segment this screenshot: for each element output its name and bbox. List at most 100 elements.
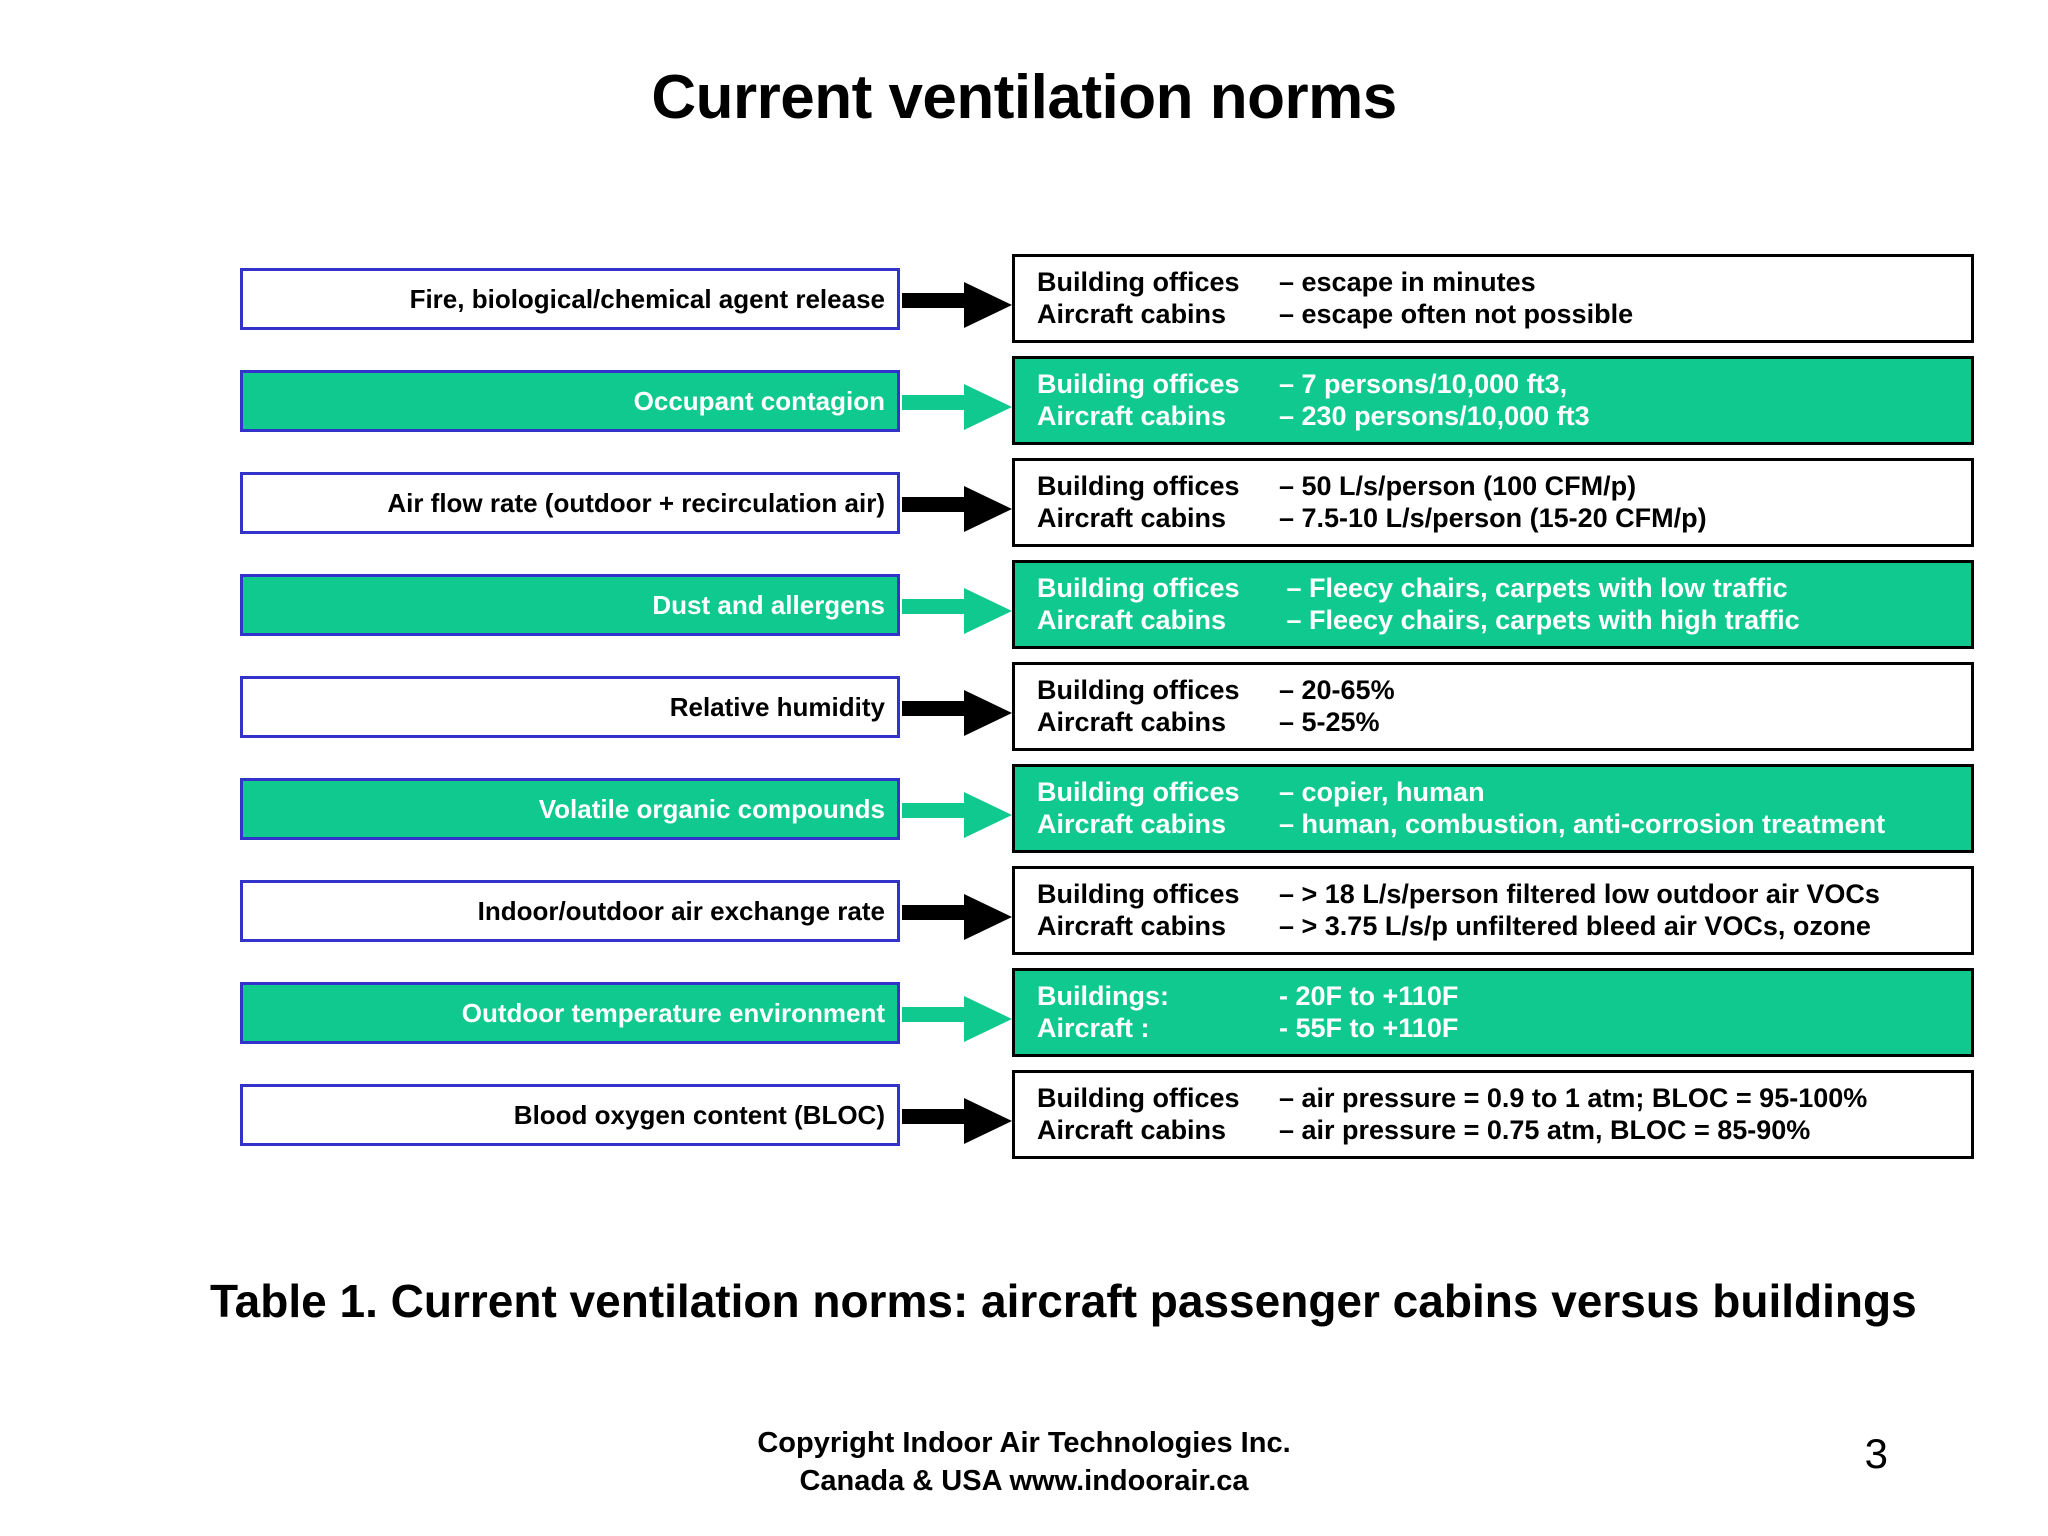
norm-row: Occupant contagion Building offices – 7 pe… [0, 356, 2048, 472]
detail-line: Building offices – 7 persons/10,000 ft3, [1037, 368, 1971, 400]
detail-line: Aircraft cabins – > 3.75 L/s/p unfiltered… [1037, 910, 1971, 942]
detail-line-value: – escape in minutes [1279, 267, 1536, 297]
detail-line-value: – copier, human [1279, 777, 1485, 807]
detail-line-lead: Aircraft cabins [1037, 605, 1227, 636]
arrow-head [964, 996, 1012, 1042]
detail-line: Building offices – > 18 L/s/person filter… [1037, 878, 1971, 910]
norm-row: Volatile organic compounds Building offic… [0, 764, 2048, 880]
detail-box[interactable]: Building offices– air pressure = 0.9 to … [1012, 1070, 1974, 1159]
arrow-right-green-icon [902, 384, 1012, 430]
arrow-right-green-icon [902, 792, 1012, 838]
detail-line-lead: Buildings: [1037, 981, 1169, 1011]
detail-line-value: – > 3.75 L/s/p unfiltered bleed air VOCs… [1279, 911, 1871, 942]
arrow-shaft [902, 905, 970, 920]
detail-line-lead: Aircraft cabins [1037, 911, 1227, 942]
norm-row: Relative humidity Building offices – 20-65… [0, 662, 2048, 778]
detail-line-value: - 20F to +110F [1279, 981, 1459, 1011]
detail-line: Aircraft cabins– human, combustion, anti… [1037, 808, 1971, 840]
detail-line: Building offices – Fleecy chairs, carpet… [1037, 572, 1971, 604]
arrow-head [964, 588, 1012, 634]
detail-line: Aircraft cabins– 5-25% [1037, 706, 1971, 738]
criterion-label: Dust and allergens [652, 590, 885, 620]
criterion-box[interactable]: Occupant contagion [240, 370, 900, 432]
arrow-shaft [902, 497, 970, 512]
detail-line-value: – air pressure = 0.75 atm, BLOC = 85-90% [1279, 1115, 1811, 1146]
detail-line: Aircraft cabins – Fleecy chairs, carpets… [1037, 604, 1971, 636]
detail-line-lead: Building offices [1037, 879, 1240, 909]
detail-line-value: – > 18 L/s/person filtered low outdoor a… [1279, 879, 1880, 909]
criterion-box[interactable]: Indoor/outdoor air exchange rate [240, 880, 900, 942]
detail-box[interactable]: Building offices– 7 persons/10,000 ft3,A… [1012, 356, 1974, 445]
norm-row: Air flow rate (outdoor + recirculation a… [0, 458, 2048, 574]
arrow-head [964, 894, 1012, 940]
criterion-box[interactable]: Outdoor temperature environment [240, 982, 900, 1044]
detail-line-lead: Aircraft cabins [1037, 401, 1227, 432]
criterion-box[interactable]: Relative humidity [240, 676, 900, 738]
detail-box[interactable]: Building offices – > 18 L/s/person filter… [1012, 866, 1974, 955]
detail-line-lead: Aircraft cabins [1037, 809, 1227, 840]
detail-line: Aircraft : - 55F to +110F [1037, 1012, 1971, 1044]
detail-line-lead: Building offices [1037, 675, 1240, 705]
detail-line: Building offices– copier, human [1037, 776, 1971, 808]
arrow-head [964, 384, 1012, 430]
criterion-box[interactable]: Dust and allergens [240, 574, 900, 636]
detail-line: Building offices– air pressure = 0.9 to … [1037, 1082, 1971, 1114]
detail-line: Aircraft cabins – 230 persons/10,000 ft3 [1037, 400, 1971, 432]
arrow-shaft [902, 293, 970, 308]
criterion-box[interactable]: Fire, biological/chemical agent release [240, 268, 900, 330]
criterion-label: Blood oxygen content (BLOC) [513, 1100, 885, 1130]
detail-box[interactable]: Building offices – 50 L/s/person (100 CFM… [1012, 458, 1974, 547]
arrow-right-green-icon [902, 996, 1012, 1042]
detail-line-value: – 50 L/s/person (100 CFM/p) [1279, 471, 1637, 501]
detail-line-value: – 230 persons/10,000 ft3 [1279, 401, 1590, 432]
arrow-shaft [902, 803, 970, 818]
detail-box[interactable]: Building offices – Fleecy chairs, carpet… [1012, 560, 1974, 649]
page-number: 3 [1864, 1430, 1888, 1477]
detail-line-lead: Building offices [1037, 573, 1240, 603]
arrow-right-black-icon [902, 486, 1012, 532]
criterion-label: Fire, biological/chemical agent release [409, 284, 885, 314]
criterion-label: Indoor/outdoor air exchange rate [477, 896, 885, 926]
criterion-box[interactable]: Air flow rate (outdoor + recirculation a… [240, 472, 900, 534]
norm-row: Fire, biological/chemical agent release B… [0, 254, 2048, 370]
criterion-label: Relative humidity [669, 692, 885, 722]
detail-line: Buildings: - 20F to +110F [1037, 980, 1971, 1012]
detail-line-value: - 55F to +110F [1279, 1013, 1459, 1044]
detail-line: Aircraft cabins– 7.5-10 L/s/person (15-2… [1037, 502, 1971, 534]
arrow-head [964, 282, 1012, 328]
arrow-right-green-icon [902, 588, 1012, 634]
arrow-shaft [902, 1109, 970, 1124]
arrow-shaft [902, 395, 970, 410]
detail-line-lead: Building offices [1037, 471, 1240, 501]
arrow-right-black-icon [902, 282, 1012, 328]
detail-line-value: – 7.5-10 L/s/person (15-20 CFM/p) [1279, 503, 1707, 534]
norm-row: Indoor/outdoor air exchange rate Building… [0, 866, 2048, 982]
detail-box[interactable]: Building offices – 20-65%Aircraft cabins–… [1012, 662, 1974, 751]
detail-line-lead: Aircraft cabins [1037, 707, 1227, 738]
detail-line-lead: Aircraft : [1037, 1013, 1150, 1044]
arrow-right-black-icon [902, 690, 1012, 736]
detail-line: Aircraft cabins – air pressure = 0.75 atm… [1037, 1114, 1971, 1146]
criterion-label: Occupant contagion [633, 386, 885, 416]
detail-line-value: – Fleecy chairs, carpets with high traff… [1279, 605, 1800, 636]
norm-row: Outdoor temperature environment Buildings… [0, 968, 2048, 1084]
detail-line-lead: Building offices [1037, 369, 1240, 399]
detail-line: Aircraft cabins – escape often not possib… [1037, 298, 1971, 330]
footer-line-1: Copyright Indoor Air Technologies Inc. [757, 1427, 1291, 1459]
footer-line-2: Canada & USA www.indoorair.ca [799, 1464, 1249, 1497]
detail-line-lead: Aircraft cabins [1037, 1115, 1227, 1146]
arrow-head [964, 1098, 1012, 1144]
criterion-box[interactable]: Volatile organic compounds [240, 778, 900, 840]
detail-line-value: – 7 persons/10,000 ft3, [1279, 369, 1568, 399]
detail-line-value: – escape often not possible [1279, 299, 1634, 330]
arrow-shaft [902, 701, 970, 716]
detail-box[interactable]: Buildings: - 20F to +110F Aircraft : - 55F … [1012, 968, 1974, 1057]
detail-line-lead: Aircraft cabins [1037, 299, 1227, 330]
criterion-box[interactable]: Blood oxygen content (BLOC) [240, 1084, 900, 1146]
detail-line-value: – 20-65% [1279, 675, 1395, 705]
arrow-shaft [902, 1007, 970, 1022]
detail-line: Building offices – 50 L/s/person (100 CFM… [1037, 470, 1971, 502]
